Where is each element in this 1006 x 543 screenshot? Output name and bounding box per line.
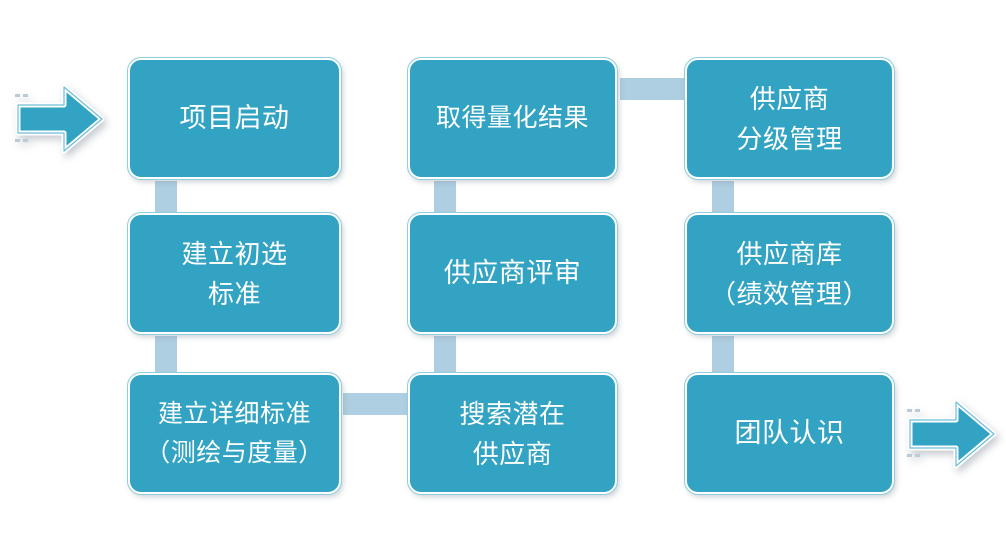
connector-col2-row3-row2 bbox=[434, 336, 456, 374]
node-project-start[interactable]: 项目启动 bbox=[127, 57, 342, 180]
connector-col2-row2-row1 bbox=[434, 181, 456, 214]
node-search-potential-suppliers-line-2: 供应商 bbox=[472, 438, 553, 469]
node-supplier-database-line-2: （绩效管理） bbox=[709, 278, 869, 309]
exit-arrow-icon bbox=[906, 393, 998, 475]
node-supplier-tier-management-line-1: 供应商 bbox=[749, 83, 830, 114]
connector-col1-row1-row2 bbox=[155, 181, 177, 214]
node-project-start-line-1: 项目启动 bbox=[179, 103, 290, 133]
node-supplier-review-line-1: 供应商评审 bbox=[443, 258, 582, 288]
connector-col3-row1-row2 bbox=[712, 181, 734, 214]
connector-col1-row2-row3 bbox=[155, 336, 177, 374]
connector-col1row3-col2row3 bbox=[343, 393, 409, 415]
node-establish-detailed-criteria[interactable]: 建立详细标准 （测绘与度量） bbox=[127, 372, 342, 495]
node-supplier-tier-management[interactable]: 供应商 分级管理 bbox=[684, 57, 895, 180]
node-establish-detailed-criteria-line-2: （测绘与度量） bbox=[145, 438, 324, 467]
entry-arrow-svg bbox=[15, 84, 105, 154]
node-supplier-database-line-1: 供应商库 bbox=[736, 238, 843, 269]
node-supplier-tier-management-line-2: 分级管理 bbox=[736, 123, 843, 154]
connector-col3-row2-row3 bbox=[712, 336, 734, 374]
entry-arrow-icon bbox=[14, 78, 106, 160]
node-team-awareness[interactable]: 团队认识 bbox=[684, 372, 895, 495]
node-team-awareness-line-1: 团队认识 bbox=[734, 418, 845, 448]
node-search-potential-suppliers[interactable]: 搜索潜在 供应商 bbox=[407, 372, 618, 495]
node-supplier-database[interactable]: 供应商库 （绩效管理） bbox=[684, 212, 895, 335]
node-establish-preliminary-criteria-line-1: 建立初选 bbox=[181, 238, 288, 269]
node-establish-preliminary-criteria-line-2: 标准 bbox=[207, 278, 261, 309]
exit-arrow-svg bbox=[907, 399, 997, 469]
node-establish-detailed-criteria-line-1: 建立详细标准 bbox=[157, 399, 311, 428]
node-search-potential-suppliers-line-1: 搜索潜在 bbox=[459, 398, 566, 429]
node-obtain-quantified-results-line-1: 取得量化结果 bbox=[435, 104, 589, 132]
node-establish-preliminary-criteria[interactable]: 建立初选 标准 bbox=[127, 212, 342, 335]
node-obtain-quantified-results[interactable]: 取得量化结果 bbox=[407, 57, 618, 180]
connector-col2row1-col3row1 bbox=[620, 78, 686, 100]
node-supplier-review[interactable]: 供应商评审 bbox=[407, 212, 618, 335]
